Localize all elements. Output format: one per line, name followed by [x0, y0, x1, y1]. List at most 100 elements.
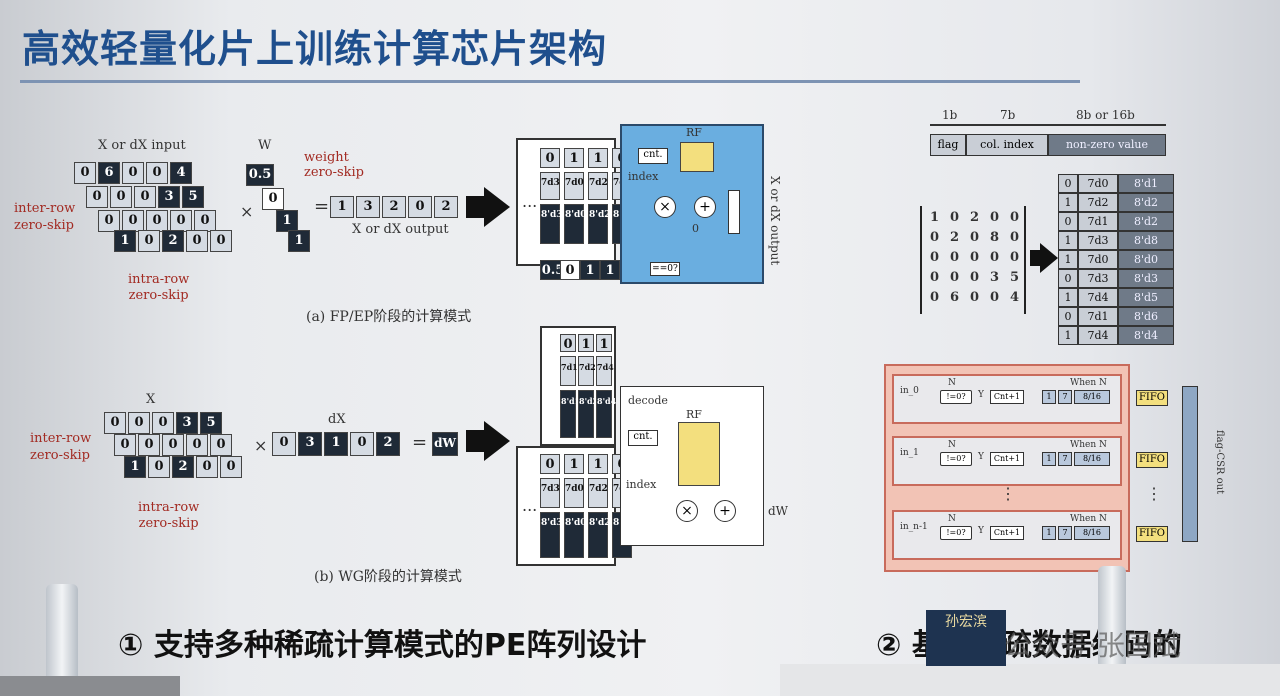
wg-caption: (b) WG阶段的计算模式: [314, 569, 462, 585]
csr-matrix-value: 2: [950, 230, 960, 245]
fp-inter-row-label: inter-row zero-skip: [14, 201, 76, 233]
fp-input-cell: 0: [86, 186, 108, 208]
csr-table-cell: 0: [1058, 212, 1078, 231]
csr-table-cell: 7d4: [1078, 326, 1118, 345]
wg-dx-cell: 0: [272, 432, 296, 456]
fp-x-output-label: X or dX output: [768, 176, 782, 266]
wg-index-label: index: [626, 478, 657, 491]
watermark-text: 公众号·张国斌: [1004, 629, 1181, 662]
fp-bottom-cell: 0: [560, 260, 580, 280]
fp-adder: +: [694, 196, 716, 218]
wg-flow-arrow: [484, 421, 510, 461]
csr-matrix-value: 0: [970, 290, 980, 305]
wg-x-cell: 0: [210, 434, 232, 456]
csr-matrix-value: 0: [1010, 230, 1020, 245]
fp-pe-value-cell: 8'd0: [564, 204, 587, 244]
csr-table-cell: 0: [1058, 307, 1078, 326]
fp-mux: [728, 190, 740, 234]
fp-pe-flag-cell: 1: [564, 148, 584, 168]
csr-matrix-value: 0: [950, 270, 960, 285]
csr-row-n-label: N: [948, 514, 956, 524]
csr-table-cell: 7d0: [1078, 174, 1118, 193]
fp-weight-cell: 1: [276, 210, 298, 232]
csr-matrix-value: 0: [950, 250, 960, 265]
csr-fifo: FIFO: [1136, 526, 1168, 542]
csr-table-cell: 7d4: [1078, 288, 1118, 307]
csr-matrix-value: 0: [990, 210, 1000, 225]
wg-x-cell: 0: [220, 456, 242, 478]
fp-weight-skip-label: weight zero-skip: [304, 150, 365, 180]
csr-row-field: 1: [1042, 390, 1056, 404]
fp-weight-cell: 0.5: [246, 164, 274, 186]
csr-row-input-label: in_0: [900, 386, 919, 396]
wg-bottom-index-cell: 7d2: [588, 478, 608, 508]
fp-dots: ...: [522, 192, 538, 211]
csr-matrix-value: 0: [930, 290, 940, 305]
csr-header-rule: [930, 124, 1166, 126]
csr-header-value-bits: 8b or 16b: [1076, 108, 1135, 122]
csr-table-cell: 1: [1058, 231, 1078, 250]
csr-row-condition: !=0?: [940, 390, 972, 404]
footer-left: ① 支持多种稀疏计算模式的PE阵列设计: [118, 628, 647, 663]
csr-header-flag-bits: 1b: [942, 108, 958, 122]
csr-row-field: 7: [1058, 452, 1072, 466]
table-edge-right: [780, 664, 1280, 696]
wg-multiplier: ×: [676, 500, 698, 522]
fp-rf-label: RF: [686, 126, 702, 139]
csr-field-col-index: col. index: [966, 134, 1048, 156]
csr-table-cell: 1: [1058, 288, 1078, 307]
csr-row-when-label: When N: [1070, 378, 1107, 388]
fp-pe-flag-cell: 0: [540, 148, 560, 168]
csr-table-cell: 8'd1: [1118, 174, 1174, 193]
csr-table-cell: 8'd2: [1118, 212, 1174, 231]
csr-matrix-value: 1: [930, 210, 940, 225]
csr-arrow: [1040, 243, 1058, 273]
fp-pe-value-cell: 8'd3: [540, 204, 563, 244]
csr-row-field: 1: [1042, 452, 1056, 466]
csr-table-cell: 7d0: [1078, 250, 1118, 269]
fp-input-cell: 0: [122, 162, 144, 184]
wg-flow-arrow-body: [466, 430, 486, 452]
csr-table-cell: 1: [1058, 250, 1078, 269]
wg-x-cell: 0: [152, 412, 174, 434]
csr-matrix-value: 5: [1010, 270, 1020, 285]
fp-pe-index-cell: 7d0: [564, 172, 584, 200]
csr-matrix-bracket: [920, 206, 1026, 314]
wg-x-cell: 0: [186, 434, 208, 456]
csr-row-condition: !=0?: [940, 452, 972, 466]
wg-top-index-cell: 7d2: [578, 356, 596, 386]
csr-row-field: 8/16: [1074, 452, 1110, 466]
csr-row-field: 7: [1058, 390, 1072, 404]
csr-table-cell: 8'd0: [1118, 250, 1174, 269]
csr-row-n-label: N: [948, 440, 956, 450]
fp-input-cell: 0: [146, 210, 168, 232]
csr-matrix-value: 4: [1010, 290, 1020, 305]
fp-input-cell: 0: [110, 186, 132, 208]
wg-x-cell: 5: [200, 412, 222, 434]
fp-multiplier: ×: [654, 196, 676, 218]
fp-output-cell: 2: [434, 196, 458, 218]
csr-matrix-value: 0: [1010, 250, 1020, 265]
csr-table-cell: 1: [1058, 326, 1078, 345]
wg-bottom-value-cell: 8'd0: [564, 512, 587, 558]
csr-matrix-value: 0: [930, 230, 940, 245]
csr-field-value: non-zero value: [1048, 134, 1166, 156]
wg-bottom-flag-cell: 1: [588, 454, 608, 474]
wg-dx-label: dX: [328, 412, 346, 427]
csr-row-field: 8/16: [1074, 390, 1110, 404]
csr-table-cell: 1: [1058, 193, 1078, 212]
wg-x-cell: 0: [162, 434, 184, 456]
wg-times: ×: [254, 436, 268, 455]
fp-output-cell: 3: [356, 196, 380, 218]
fp-bottom-cell: 1: [600, 260, 620, 280]
wg-x-cell: 0: [114, 434, 136, 456]
csr-matrix-value: 0: [930, 250, 940, 265]
csr-fifo-dots: ⋮: [1146, 484, 1162, 503]
csr-row-field: 8/16: [1074, 526, 1110, 540]
wg-dots: ...: [522, 496, 538, 515]
wg-equals: =: [412, 432, 428, 453]
wg-x-cell: 2: [172, 456, 194, 478]
wg-bottom-flag-cell: 1: [564, 454, 584, 474]
csr-matrix-value: 0: [970, 250, 980, 265]
